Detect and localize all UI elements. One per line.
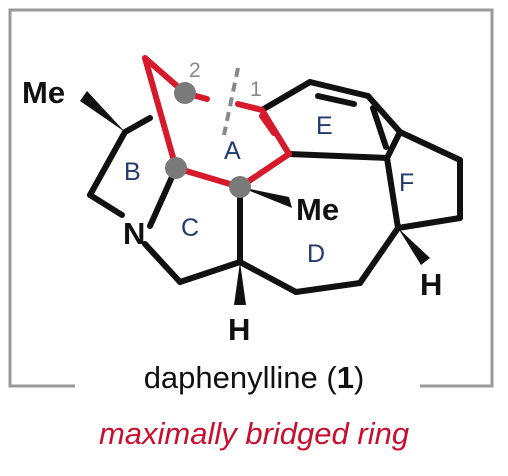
bond-b1 bbox=[87, 129, 128, 198]
bond-e-1 bbox=[286, 151, 390, 161]
compound-paren-close: ) bbox=[353, 360, 365, 395]
position-label-1: 1 bbox=[250, 78, 262, 101]
wedge-bond-me-top bbox=[80, 91, 125, 132]
bond-e-5 bbox=[259, 79, 313, 113]
wedge-bond-h-right bbox=[398, 228, 430, 265]
bond-d-2 bbox=[293, 280, 363, 295]
methyl-label-top: Me bbox=[22, 75, 65, 110]
compound-caption: daphenylline (1) bbox=[0, 360, 508, 396]
bond-e-2 bbox=[384, 129, 403, 161]
methyl-label-center: Me bbox=[296, 192, 339, 227]
bond-d-3 bbox=[357, 225, 401, 286]
bond-f-3 bbox=[395, 215, 463, 231]
disconnection-dashed-bond bbox=[222, 67, 240, 136]
ring-label-b: B bbox=[124, 158, 141, 186]
wedge-bond-me-center bbox=[240, 187, 292, 208]
bond-e-double-inner-2 bbox=[315, 93, 357, 107]
hydrogen-label-right: H bbox=[420, 267, 442, 302]
atom-dot-2 bbox=[174, 82, 196, 104]
skeleton-bonds bbox=[87, 79, 463, 295]
bond-f-1 bbox=[397, 129, 463, 163]
bond-e-double-inner bbox=[370, 105, 389, 150]
wedge-bond-h-bottom bbox=[234, 262, 246, 305]
frame bbox=[8, 8, 494, 388]
ring-label-f: F bbox=[399, 169, 414, 197]
position-label-2: 2 bbox=[189, 59, 201, 82]
compound-paren-open: ( bbox=[317, 360, 337, 395]
bond-b3 bbox=[122, 115, 153, 135]
bond-c-1 bbox=[177, 259, 243, 285]
hydrogen-label-bottom: H bbox=[228, 312, 250, 347]
ring-label-e: E bbox=[316, 112, 333, 140]
highlighted-atoms bbox=[165, 82, 251, 198]
bond-n-ch2 bbox=[142, 241, 183, 285]
bond-e-3 bbox=[365, 93, 403, 135]
bridged-ring-double-inner bbox=[259, 113, 277, 136]
ring-label-c: C bbox=[181, 214, 199, 242]
compound-number: 1 bbox=[336, 360, 354, 395]
ring-label-a: A bbox=[224, 137, 241, 165]
ring-label-d: D bbox=[307, 240, 325, 268]
subtitle-caption: maximally bridged ring bbox=[98, 416, 410, 451]
bond-d-4 bbox=[384, 155, 401, 231]
bond-d-1 bbox=[237, 259, 299, 295]
atom-dot-c bbox=[229, 176, 251, 198]
bond-e-4 bbox=[307, 79, 371, 99]
nitrogen-label: N bbox=[123, 216, 145, 251]
bond-b2 bbox=[87, 192, 125, 218]
atom-dot-b bbox=[165, 157, 187, 179]
compound-name: daphenylline bbox=[143, 360, 318, 395]
ring-labels: A B C D E F bbox=[124, 112, 414, 268]
